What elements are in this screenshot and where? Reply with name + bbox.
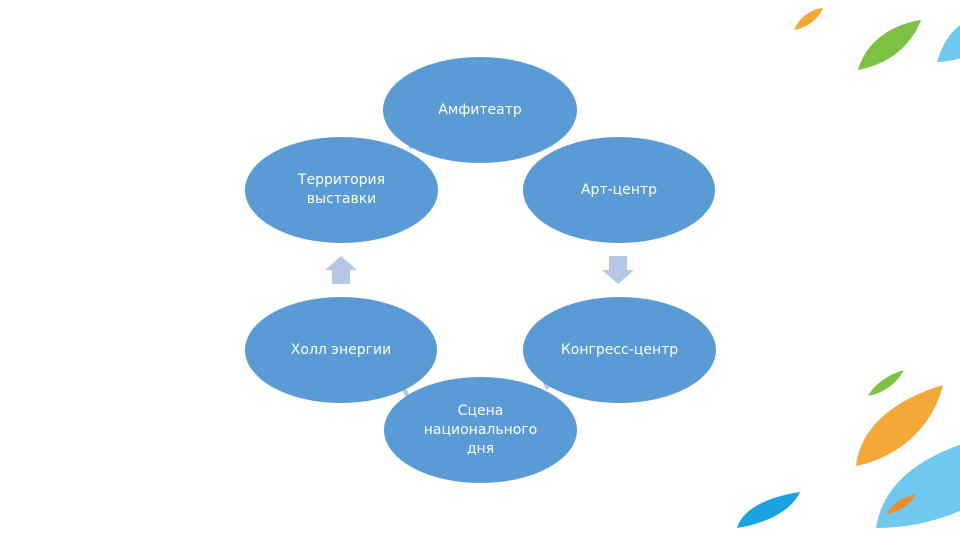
node-amphitheater: Амфитеатр: [383, 57, 577, 163]
leaf-shape: [737, 492, 800, 528]
node-label: Сцена национального дня: [423, 402, 538, 457]
node-exhibition-territory: Территория выставки: [245, 137, 438, 243]
node-label: Конгресс-центр: [560, 341, 679, 358]
node-label: Холл энергии: [290, 341, 392, 358]
leaf-shape: [886, 494, 916, 514]
leaf-shape: [856, 385, 943, 466]
node-congress-center: Конгресс-центр: [523, 297, 716, 403]
node-label: Территория выставки: [297, 172, 386, 207]
up-arrow-icon: [325, 256, 357, 284]
node-national-day-stage: Сцена национального дня: [384, 377, 577, 483]
node-label: Арт-центр: [580, 181, 657, 198]
leaf-shape: [794, 8, 823, 30]
node-label: Амфитеатр: [438, 101, 522, 118]
leaf-shape: [858, 20, 921, 70]
leaf-shape: [937, 25, 960, 62]
node-art-center: Арт-центр: [523, 137, 715, 243]
leaf-shape: [868, 370, 904, 396]
node-energy-hall: Холл энергии: [245, 297, 437, 403]
down-arrow-icon: [602, 256, 634, 284]
